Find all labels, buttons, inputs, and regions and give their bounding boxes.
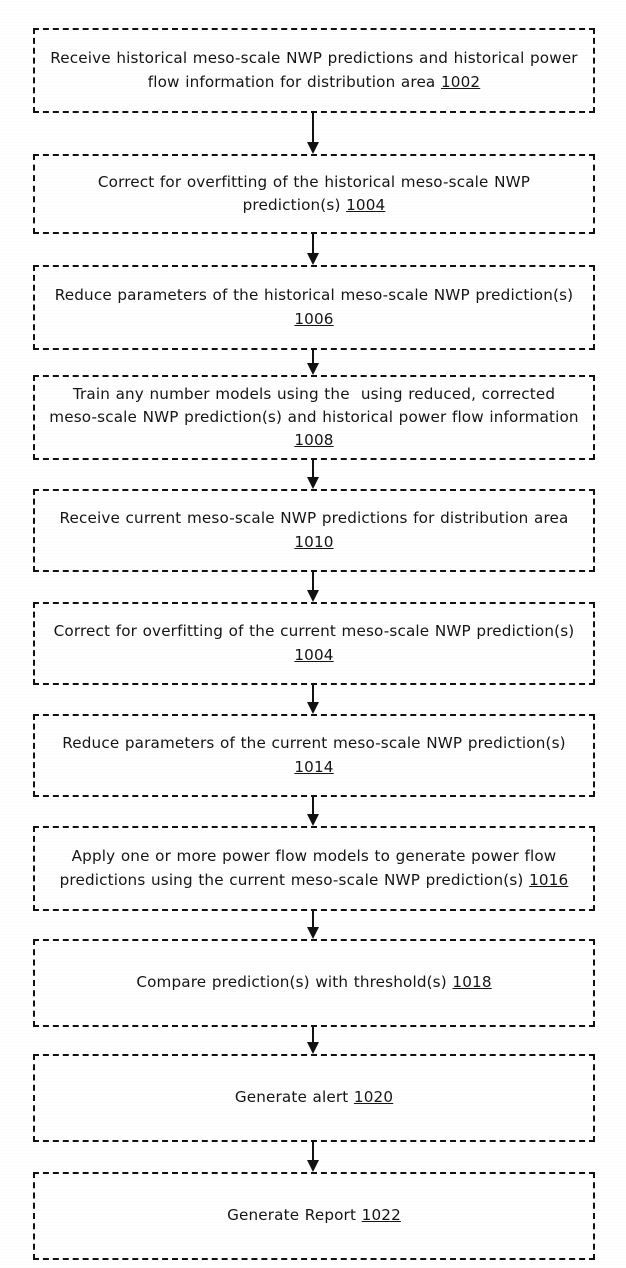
flow-node-1004: Correct for overfitting of the current m… [33,602,595,685]
arrow-head-down-icon [307,142,319,154]
flow-arrow-4 [305,460,321,489]
flow-node-label: Reduce parameters of the current meso-sc… [62,734,577,776]
flow-node-label: Receive historical meso-scale NWP predic… [50,49,584,91]
flow-arrow-10 [305,1142,321,1172]
arrow-stem [312,234,314,254]
flow-node-1014: Reduce parameters of the current meso-sc… [33,714,595,797]
arrow-stem [312,113,314,143]
flow-arrow-8 [305,911,321,939]
arrow-head-down-icon [307,253,319,265]
arrow-stem [312,460,314,478]
arrow-stem [312,1027,314,1043]
flow-node-label: Correct for overfitting of the historica… [97,172,536,214]
flow-node-label: Correct for overfitting of the current m… [53,622,580,664]
flow-arrow-2 [305,234,321,265]
flow-node-1008: Train any number models using the using … [33,375,595,460]
arrow-stem [312,685,314,703]
arrow-head-down-icon [307,814,319,826]
arrow-head-down-icon [307,702,319,714]
arrow-stem [312,350,314,364]
arrow-head-down-icon [307,1042,319,1054]
flow-arrow-7 [305,797,321,826]
flow-node-reference-number: 1004 [294,645,334,664]
flow-node-1020: Generate alert 1020 [33,1054,595,1142]
arrow-head-down-icon [307,590,319,602]
flow-node-1018: Compare prediction(s) with threshold(s) … [33,939,595,1027]
arrow-head-down-icon [307,1160,319,1172]
flow-node-1010: Receive current meso-scale NWP predictio… [33,489,595,572]
flow-node-label: Generate Report 1022 [227,1206,401,1225]
arrow-stem [312,572,314,591]
flow-node-reference-number: 1008 [294,431,334,450]
flow-node-reference-number: 1020 [353,1088,394,1107]
flow-node-reference-number: 1010 [294,532,334,551]
flow-node-reference-number: 1014 [294,757,334,776]
arrow-stem [312,1142,314,1161]
flow-node-label: Compare prediction(s) with threshold(s) … [136,973,492,992]
flow-node-label: Receive current meso-scale NWP predictio… [59,509,580,551]
flow-node-reference-number: 1006 [294,309,334,328]
flow-node-1002: Receive historical meso-scale NWP predic… [33,28,595,113]
flow-node-1016: Apply one or more power flow models to g… [33,826,595,911]
flow-node-label: Train any number models using the using … [49,384,585,450]
flow-arrow-3 [305,350,321,375]
arrow-head-down-icon [307,363,319,375]
flow-node-reference-number: 1016 [529,870,569,889]
flow-node-label: Generate alert 1020 [234,1088,394,1107]
flow-node-1022: Generate Report 1022 [33,1172,595,1260]
flow-node-label: Apply one or more power flow models to g… [59,847,569,889]
flow-node-label: Reduce parameters of the historical meso… [54,286,579,328]
flow-node-reference-number: 1004 [346,196,386,214]
flow-node-reference-number: 1002 [440,72,481,91]
flow-arrow-1 [305,113,321,154]
flow-arrow-6 [305,685,321,714]
flow-node-1004: Correct for overfitting of the historica… [33,154,595,234]
flow-arrow-9 [305,1027,321,1054]
flow-node-reference-number: 1022 [361,1206,401,1225]
arrow-stem [312,797,314,815]
flow-node-reference-number: 1018 [452,973,492,992]
arrow-head-down-icon [307,477,319,489]
flow-arrow-5 [305,572,321,602]
arrow-head-down-icon [307,927,319,939]
arrow-stem [312,911,314,928]
flow-node-1006: Reduce parameters of the historical meso… [33,265,595,350]
